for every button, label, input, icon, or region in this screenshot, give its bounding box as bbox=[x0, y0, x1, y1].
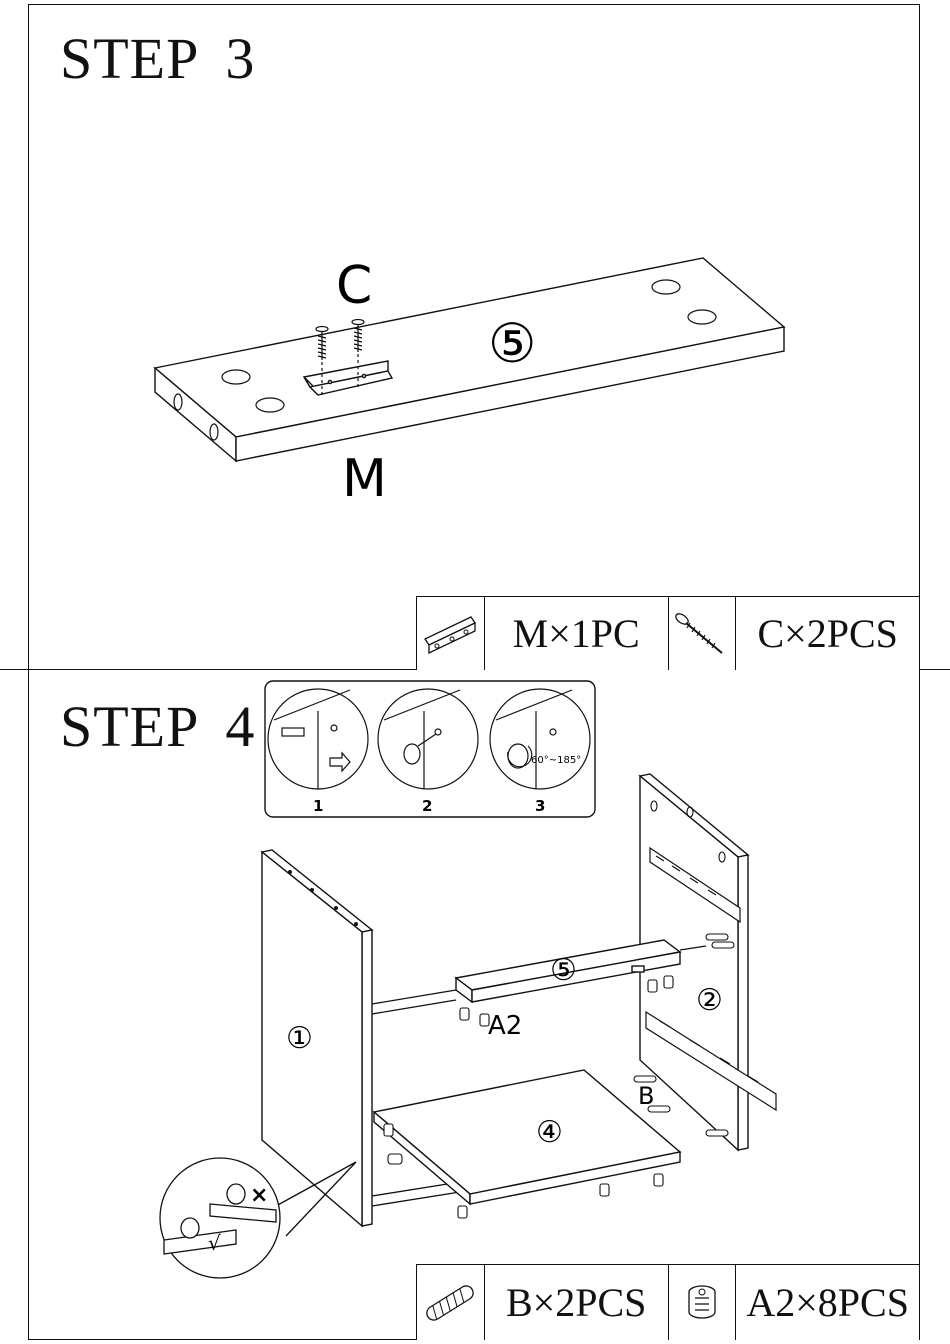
side-panel-1 bbox=[262, 850, 372, 1226]
label-c: C bbox=[336, 256, 372, 316]
screw-quantity: C×2PCS bbox=[736, 597, 920, 670]
bracket-quantity: M×1PC bbox=[485, 597, 669, 670]
step3-parts-table: M×1PC C×2PCS bbox=[416, 596, 920, 670]
right-mark: √ bbox=[208, 1231, 221, 1255]
dowel-quantity: B×2PCS bbox=[485, 1265, 669, 1340]
inset-step-2: 2 bbox=[422, 797, 432, 815]
step4-parts-table: B×2PCS A2×8PCS bbox=[416, 1264, 920, 1340]
bottom-shelf-4 bbox=[374, 1070, 680, 1204]
label-m: M bbox=[342, 449, 387, 509]
inset-circle-1 bbox=[268, 689, 368, 789]
panel-number-1: ① bbox=[286, 1021, 313, 1056]
dowel-icon bbox=[417, 1265, 485, 1340]
panel-number-5: ⑤ bbox=[550, 953, 577, 988]
panel-number-2: ② bbox=[696, 983, 723, 1018]
shelf-panel-5 bbox=[155, 258, 784, 461]
panel-number-4: ④ bbox=[536, 1115, 563, 1150]
inset-step-1: 1 bbox=[313, 797, 323, 815]
panel-number-5: ⑤ bbox=[488, 312, 536, 375]
step4-illustration: 1 2 3 60°~185° bbox=[0, 669, 950, 1344]
screw-icon bbox=[669, 597, 737, 670]
cam-lock-icon bbox=[669, 1265, 737, 1340]
inset-circle-3 bbox=[490, 689, 590, 789]
inset-step-3: 3 bbox=[535, 797, 545, 815]
label-a2: A2 bbox=[488, 1011, 522, 1041]
inset-circle-2 bbox=[378, 689, 478, 789]
label-b: B bbox=[638, 1082, 654, 1110]
bracket-icon bbox=[417, 597, 485, 670]
cam-lock-quantity: A2×8PCS bbox=[736, 1265, 920, 1340]
step3-illustration: C M ⑤ bbox=[0, 0, 950, 669]
wrong-mark: × bbox=[250, 1183, 268, 1208]
rotation-angle-note: 60°~185° bbox=[531, 755, 581, 766]
